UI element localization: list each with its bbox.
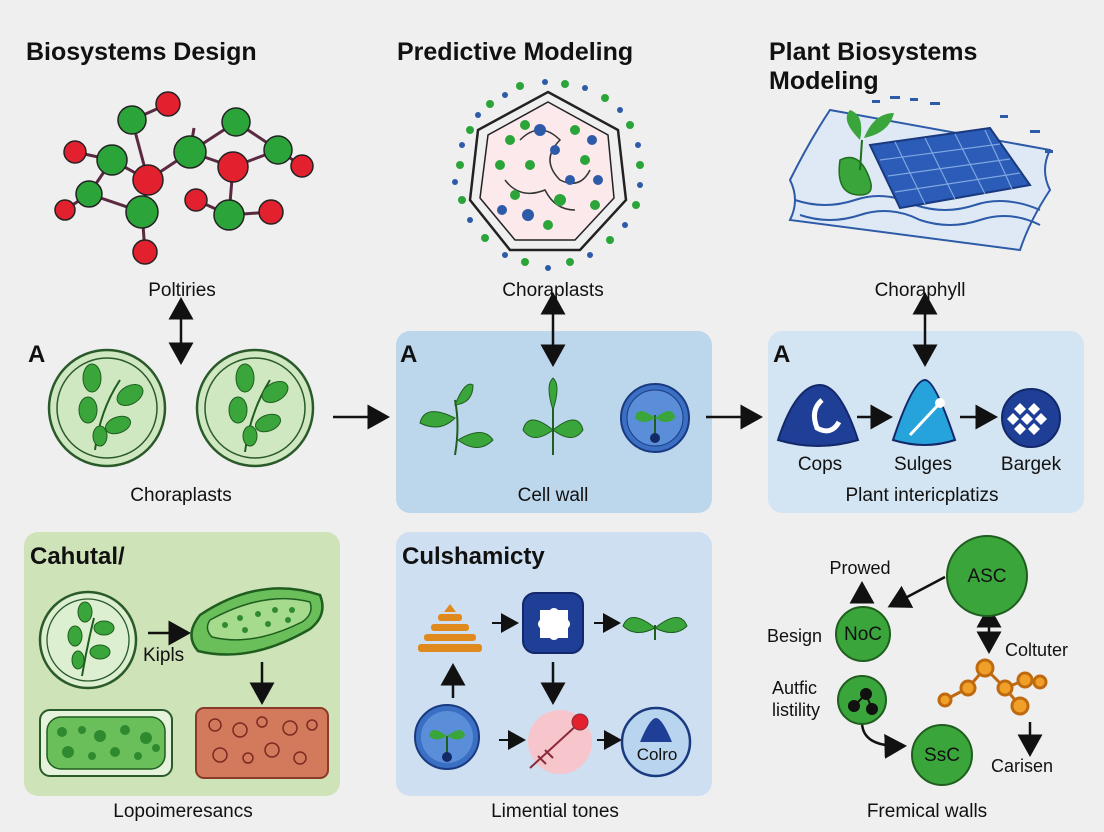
node-noc-label: NoC [843,624,883,645]
label-cops: Cops [797,454,843,475]
plant-circle-small [414,704,480,770]
caption-middle: Limential tones [491,801,619,822]
node-asc-label: ASC [967,566,1007,587]
panel-letter-middle: A [400,341,418,368]
label-sulges: Sulges [893,454,953,475]
label-choraphyll: Choraphyll [874,280,966,301]
panel-letter-left: A [28,341,46,368]
cops-icon [776,383,860,447]
molecule-atoms [54,91,314,265]
node-ssc [911,724,973,786]
red-tile [195,707,329,779]
caption-left: Lopoimeresancs [113,801,253,822]
label-cell-wall: Cell wall [517,485,589,506]
colro-circle-icon [620,706,692,778]
title-biosystems-design: Biosystems Design [26,38,257,66]
green-tile [39,709,173,777]
sprout-2 [522,377,584,455]
label-prowed: Prowed [829,558,891,578]
node-cluster [837,675,887,725]
bargek-icon [1001,388,1061,448]
label-bargek: Bargek [1000,454,1062,475]
box-title-culshamicty: Culshamicty [402,543,545,570]
sprout-circle-icon [620,383,690,453]
chloroplast-circle [38,590,138,690]
node-noc [835,606,891,662]
node-ssc-label: SsC [924,745,960,766]
orange-molecule [937,658,1048,716]
solar-leaf-graphic [788,96,1053,252]
sprout-small [622,617,688,640]
label-kipls: Kipls [143,645,185,666]
label-autfic-listility: Autfic listility [772,678,820,720]
label-besign: Besign [767,626,823,646]
box-title-cahutal: Cahutal/ [30,543,125,570]
cell-graphic [452,79,644,271]
plant-circle-1 [47,348,167,468]
label-poltiries: Poltiries [148,280,216,301]
chloroplast-capsule [190,587,324,656]
title-plant-biosystems-modeling: Plant Biosystems Modeling [769,38,978,95]
molecule-graphic [64,102,303,253]
title-predictive-modeling: Predictive Modeling [397,38,634,66]
puzzle-square-icon [522,592,584,654]
label-plant-intericplatizs: Plant intericplatizs [845,485,999,506]
sulges-icon [891,378,957,446]
label-choraplasts-panel: Choraplasts [130,485,232,506]
plant-circle-2 [195,348,315,468]
label-carisen: Carisen [990,756,1054,776]
stacked-layers-icon [418,604,482,652]
syringe-icon [528,710,592,774]
sprout-1 [419,383,494,456]
arrow-to-ssc [860,721,907,759]
panel-letter-right: A [773,341,791,368]
label-choraplasts-top: Choraplasts [502,280,604,301]
node-asc [946,535,1028,617]
caption-right: Fremical walls [866,801,988,822]
label-colro: Colro [636,745,678,764]
arrow-asc-to-noc [887,575,946,608]
label-coltuter: Coltuter [1005,640,1069,660]
